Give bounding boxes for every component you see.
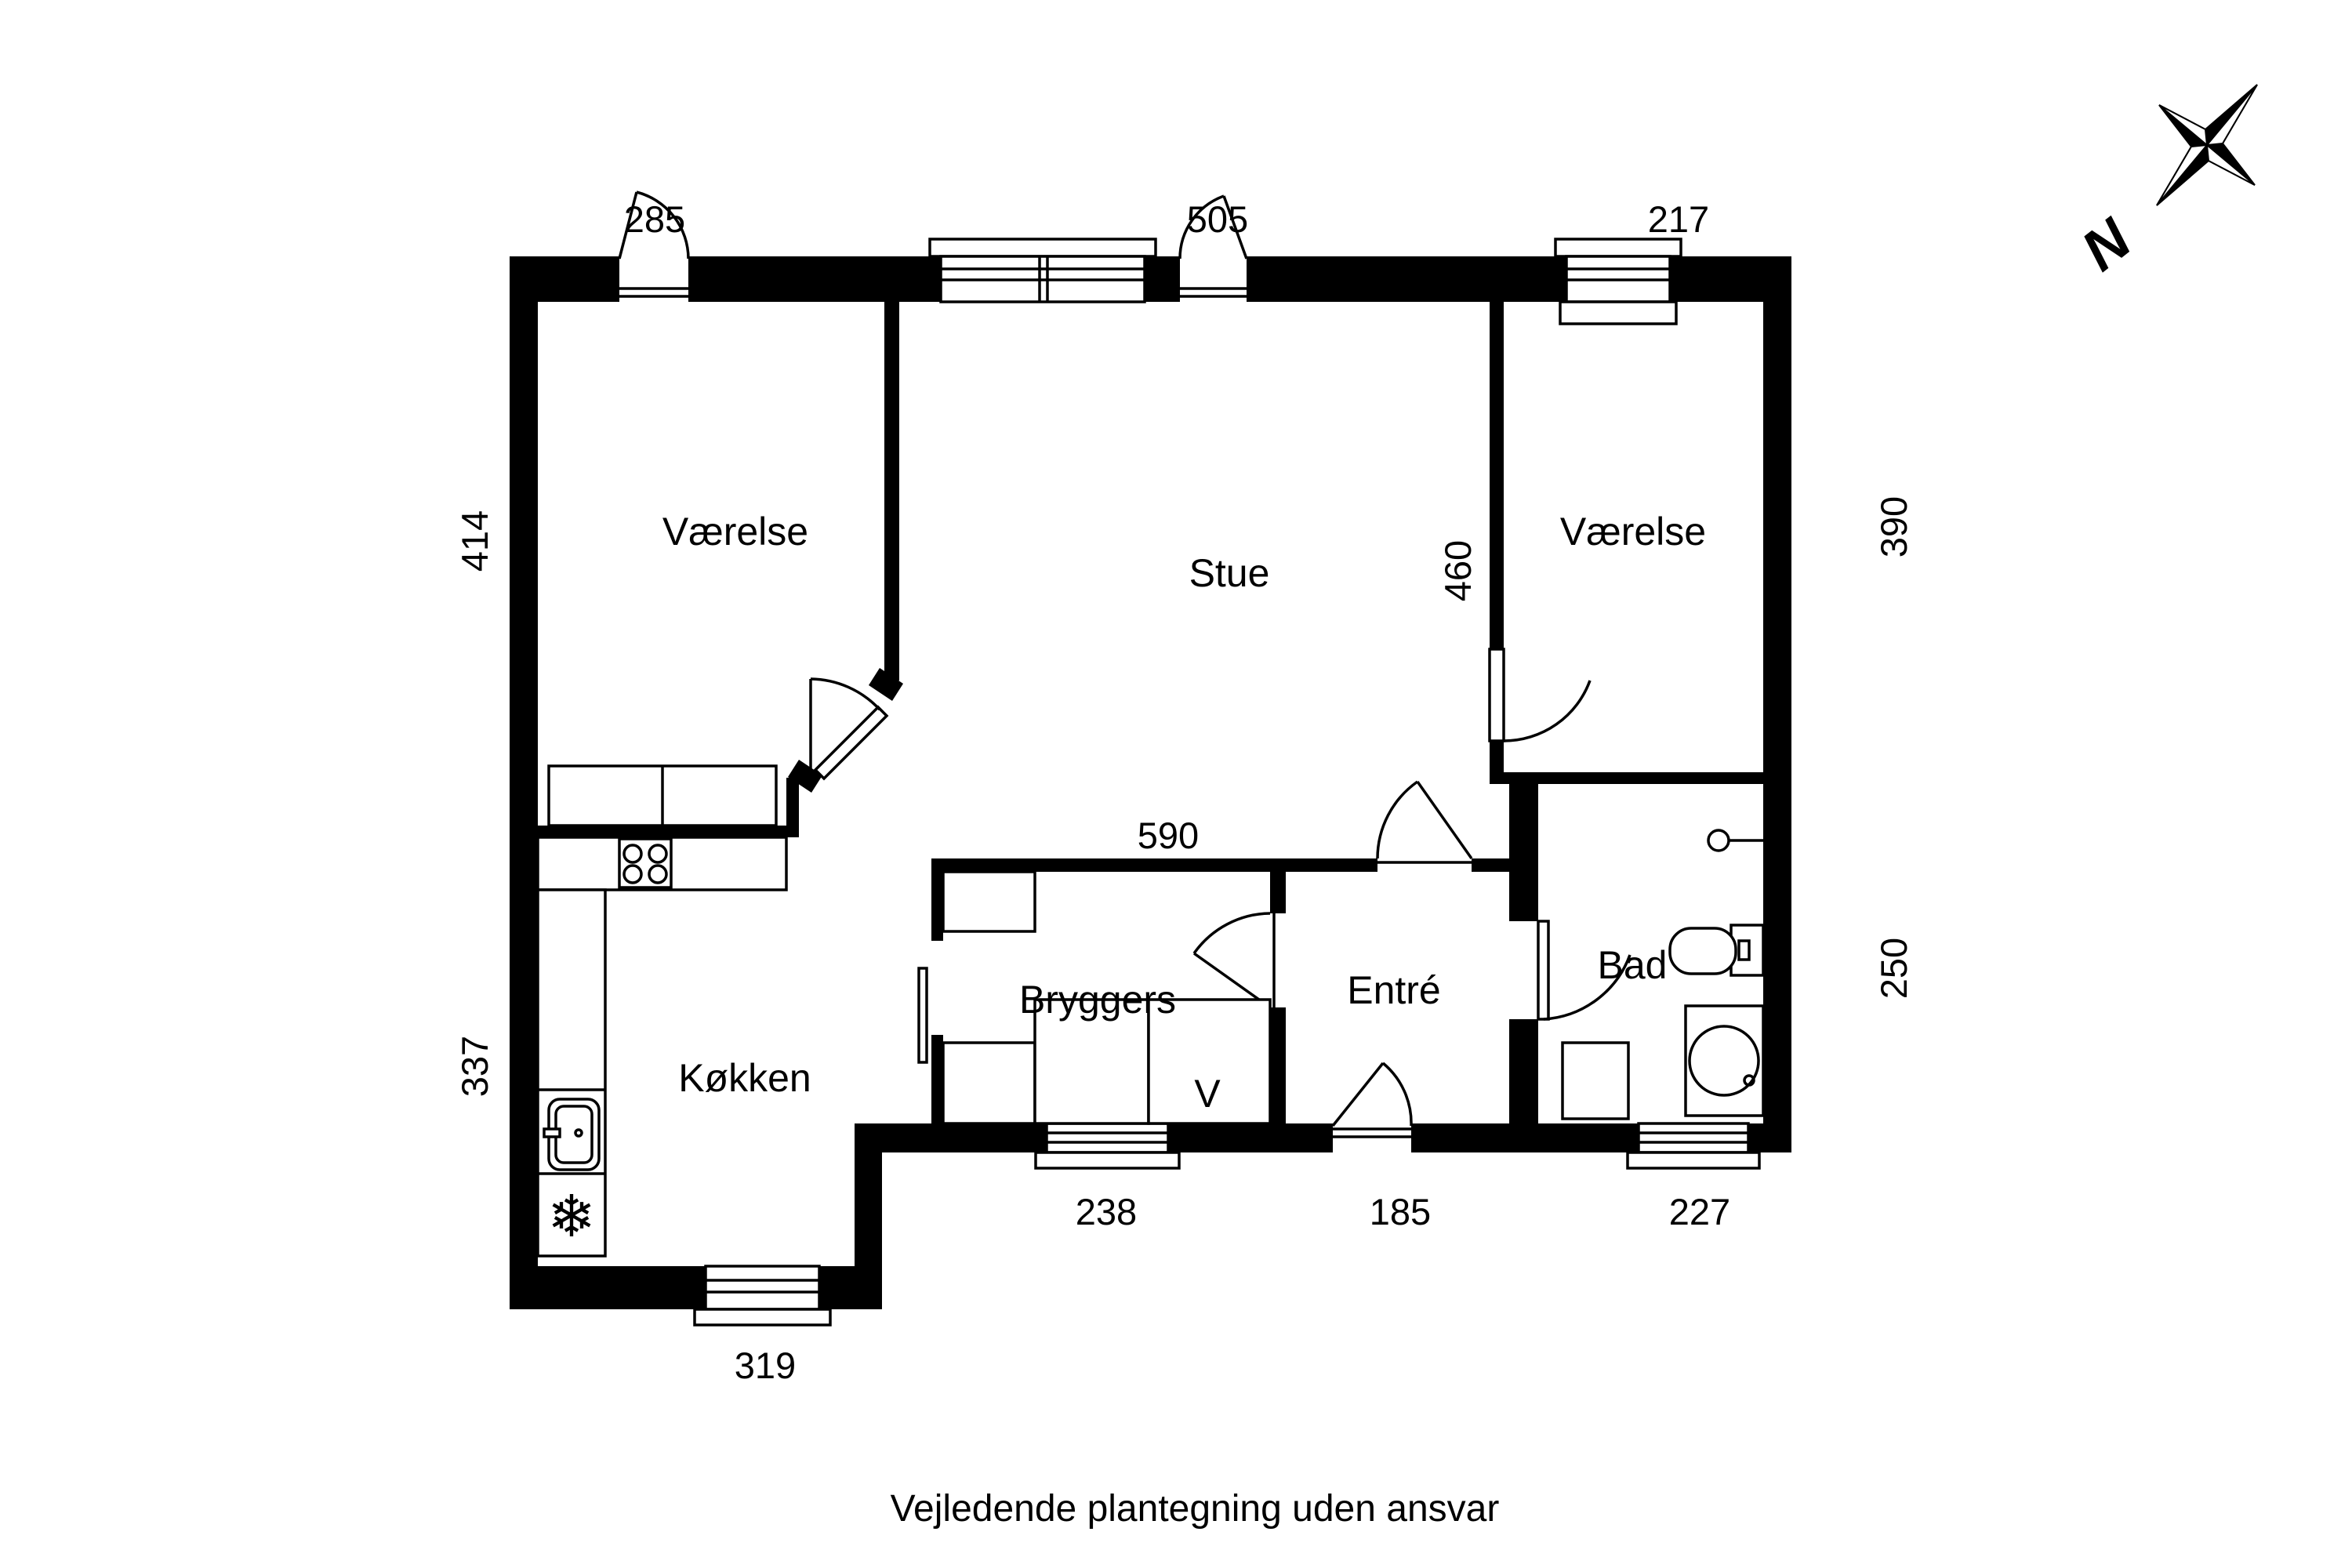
- wall-stue-vaerelse2: [1490, 741, 1504, 784]
- compass-star-highlight: [2156, 84, 2258, 206]
- wardrobe: [547, 764, 778, 827]
- fixtures: ❄: [536, 764, 1765, 1258]
- doors: [618, 191, 1632, 1152]
- wall-bottom-right: [1748, 1123, 1791, 1152]
- dimension-labels: 285 505 217 414 337 390 250 460 590 238 …: [454, 198, 1915, 1386]
- kitchen-counter-left: [536, 888, 607, 1258]
- wall-entre-bad: [1509, 772, 1538, 921]
- room-label-entre: Entré: [1347, 968, 1441, 1012]
- door-entrance: [1331, 1062, 1413, 1152]
- wall-stue-bottom: [931, 858, 1377, 872]
- sink-icon: [543, 1098, 601, 1171]
- wall-koekken-top: [538, 826, 797, 837]
- freezer-icon: ❄: [547, 1184, 596, 1249]
- wall-left: [510, 256, 538, 1309]
- dim-bottom-entre: 185: [1370, 1191, 1431, 1232]
- window-bryggers: [1034, 1122, 1181, 1170]
- wall-bryggers-entre: [1270, 872, 1286, 913]
- wall-diagonal-bevel-lower: [788, 760, 822, 793]
- closet-v: [1147, 998, 1272, 1125]
- room-label-bryggers: Bryggers: [1019, 978, 1176, 1022]
- wall-bryggers-left: [931, 1035, 943, 1123]
- wall-fixture-icon: [1707, 829, 1763, 852]
- wall-koekken-stub: [786, 778, 799, 837]
- bryggers-cabinet-top: [942, 870, 1036, 933]
- wall-top: [688, 256, 941, 302]
- room-labels: Værelse Stue Værelse Køkken Bryggers Ent…: [662, 510, 1706, 1116]
- room-label-vaerelse-left: Værelse: [662, 510, 808, 554]
- dim-bottom-koekken: 319: [735, 1345, 796, 1386]
- stove-icon: [618, 837, 673, 889]
- wall-bottom-right: [855, 1123, 1047, 1152]
- dim-bottom-bad: 227: [1669, 1191, 1730, 1232]
- door-diagonal-vaerelse: [809, 677, 889, 781]
- wall-bottom-left: [510, 1266, 706, 1309]
- dim-bottom-bryggers: 238: [1076, 1191, 1137, 1232]
- dim-top-vaerelse-right: 217: [1648, 198, 1709, 240]
- dim-top-stue: 505: [1187, 198, 1248, 240]
- door-sliding-koekken-bryggers: [917, 967, 928, 1064]
- wall-diagonal-bevel-upper: [869, 668, 903, 701]
- north-label: N: [2070, 205, 2143, 283]
- room-label-vaerelse-right: Værelse: [1560, 510, 1706, 554]
- room-label-bad: Bad: [1598, 943, 1668, 987]
- room-label-koekken: Køkken: [678, 1056, 811, 1100]
- dim-inner-stue-wall: 590: [1138, 815, 1199, 856]
- washing-machine-icon: [1684, 1004, 1765, 1117]
- dim-right-bad: 250: [1873, 938, 1915, 999]
- dim-left-koekken: 337: [454, 1036, 495, 1097]
- wall-bottom-right: [1411, 1123, 1639, 1152]
- wall-bottom-right: [1168, 1123, 1333, 1152]
- wall-bryggers-entre: [1270, 1007, 1286, 1123]
- wall-top: [1145, 256, 1180, 302]
- dim-left-vaerelse: 414: [454, 510, 495, 572]
- bryggers-cabinet-bottom: [942, 1041, 1036, 1125]
- wall-stue-vaerelse2: [1490, 302, 1504, 649]
- wall-entre-bad: [1509, 1019, 1538, 1123]
- door-entre-bad: [1537, 920, 1632, 1021]
- door-entre-bryggers: [1192, 912, 1276, 1009]
- room-label-stue: Stue: [1189, 551, 1270, 595]
- compass-rose: N: [2070, 84, 2258, 283]
- wall-top: [1247, 256, 1566, 302]
- door-vaerelse-left-exterior: [618, 191, 690, 302]
- dim-top-vaerelse-left: 285: [624, 198, 685, 240]
- bad-cabinet: [1561, 1041, 1630, 1120]
- dim-inner-stue-height: 460: [1437, 540, 1479, 601]
- room-label-closet-v: V: [1194, 1072, 1221, 1116]
- door-vaerelse-right: [1488, 648, 1592, 742]
- wall-vaerelse-stue: [884, 302, 899, 681]
- wall-bryggers-left: [931, 858, 943, 941]
- wall-right: [1763, 256, 1791, 1152]
- wall-step: [855, 1123, 882, 1309]
- door-stue-entre: [1376, 780, 1473, 864]
- walls: [510, 256, 1791, 1309]
- door-stue-exterior: [1178, 194, 1248, 302]
- window-bad: [1626, 1122, 1761, 1170]
- disclaimer-caption: Vejledende plantegning uden ansvar: [891, 1488, 1500, 1530]
- toilet-icon: [1668, 924, 1765, 977]
- window-koekken: [693, 1265, 832, 1327]
- windows: [693, 238, 1761, 1327]
- window-stue: [928, 238, 1157, 303]
- wall-bad-top: [1504, 772, 1763, 784]
- window-vaerelse-right: [1554, 238, 1682, 325]
- dim-right-vaerelse: 390: [1873, 496, 1915, 557]
